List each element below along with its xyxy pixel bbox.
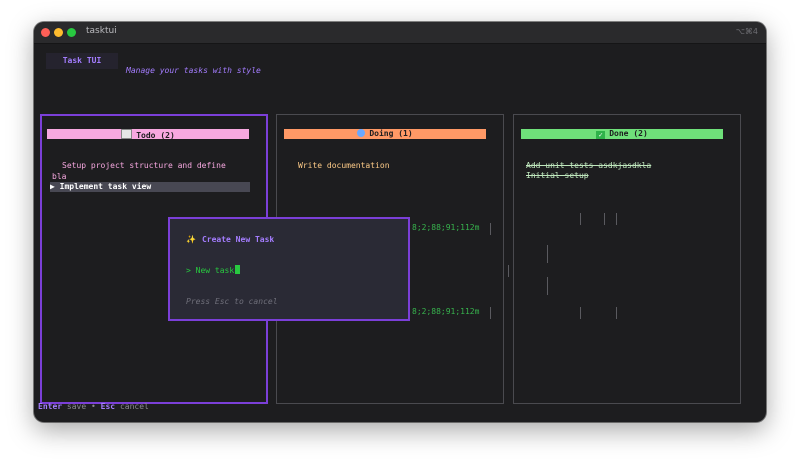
task-item[interactable]: Setup project structure and define bbox=[62, 161, 226, 170]
column-done[interactable]: ✓Done (2) Add unit tests asdkjasdkla Ini… bbox=[513, 114, 741, 404]
divider bbox=[508, 265, 509, 277]
divider bbox=[547, 245, 548, 263]
text-cursor bbox=[235, 265, 241, 274]
create-task-modal: ✨Create New Task > New task Press Esc to… bbox=[168, 217, 410, 321]
divider bbox=[604, 213, 605, 225]
task-name-input[interactable]: > New task bbox=[186, 265, 241, 275]
minimize-window-button[interactable] bbox=[54, 28, 63, 37]
close-window-button[interactable] bbox=[41, 28, 50, 37]
input-prompt: > bbox=[186, 266, 191, 275]
task-item-completed[interactable]: Add unit tests asdkjasdkla bbox=[526, 161, 652, 170]
column-done-title: Done (2) bbox=[609, 129, 648, 138]
divider bbox=[616, 213, 617, 225]
divider bbox=[547, 277, 548, 295]
divider bbox=[580, 307, 581, 319]
notepad-icon bbox=[121, 129, 133, 139]
window-shortcut: ⌥⌘4 bbox=[735, 27, 758, 36]
sparkles-icon: ✨ bbox=[186, 235, 196, 244]
column-todo-header: Todo (2) bbox=[47, 129, 249, 139]
task-item-completed[interactable]: Initial setup bbox=[526, 171, 589, 180]
modal-title: ✨Create New Task bbox=[186, 235, 275, 244]
divider bbox=[490, 307, 491, 319]
column-doing-title: Doing (1) bbox=[369, 129, 413, 138]
task-item-selected[interactable]: ▶ Implement task view bbox=[50, 182, 250, 192]
cancel-key: Esc bbox=[100, 402, 116, 411]
cancel-key-label: cancel bbox=[119, 402, 149, 411]
refresh-icon bbox=[357, 129, 366, 137]
column-todo-title: Todo (2) bbox=[136, 131, 175, 139]
app-subtitle: Manage your tasks with style bbox=[126, 66, 261, 75]
escape-code-artifact: 8;2;88;91;112m bbox=[412, 223, 480, 232]
escape-code-artifact: 8;2;88;91;112m bbox=[412, 307, 480, 316]
save-key-label: save bbox=[66, 402, 87, 411]
zoom-window-button[interactable] bbox=[67, 28, 76, 37]
task-item[interactable]: Write documentation bbox=[298, 161, 390, 170]
app-name-tag: Task TUI bbox=[46, 53, 118, 69]
divider bbox=[616, 307, 617, 319]
save-key: Enter bbox=[38, 402, 63, 411]
column-doing-header: Doing (1) bbox=[284, 129, 486, 139]
column-done-header: ✓Done (2) bbox=[521, 129, 723, 139]
terminal-window: tasktui ⌥⌘4 Task TUI Manage your tasks w… bbox=[34, 22, 766, 422]
terminal-content: Task TUI Manage your tasks with style To… bbox=[34, 43, 766, 422]
title-bar: tasktui ⌥⌘4 bbox=[34, 22, 766, 44]
check-mark-icon: ✓ bbox=[596, 131, 606, 139]
task-item-continuation[interactable]: bla bbox=[52, 172, 67, 181]
keybinding-hints: Enter save • Esc cancel bbox=[38, 402, 149, 411]
divider bbox=[580, 213, 581, 225]
window-title: tasktui bbox=[86, 26, 117, 36]
divider bbox=[490, 223, 491, 235]
task-name-value: New task bbox=[195, 266, 235, 275]
hint-separator: • bbox=[91, 402, 96, 411]
modal-hint: Press Esc to cancel bbox=[186, 297, 278, 306]
